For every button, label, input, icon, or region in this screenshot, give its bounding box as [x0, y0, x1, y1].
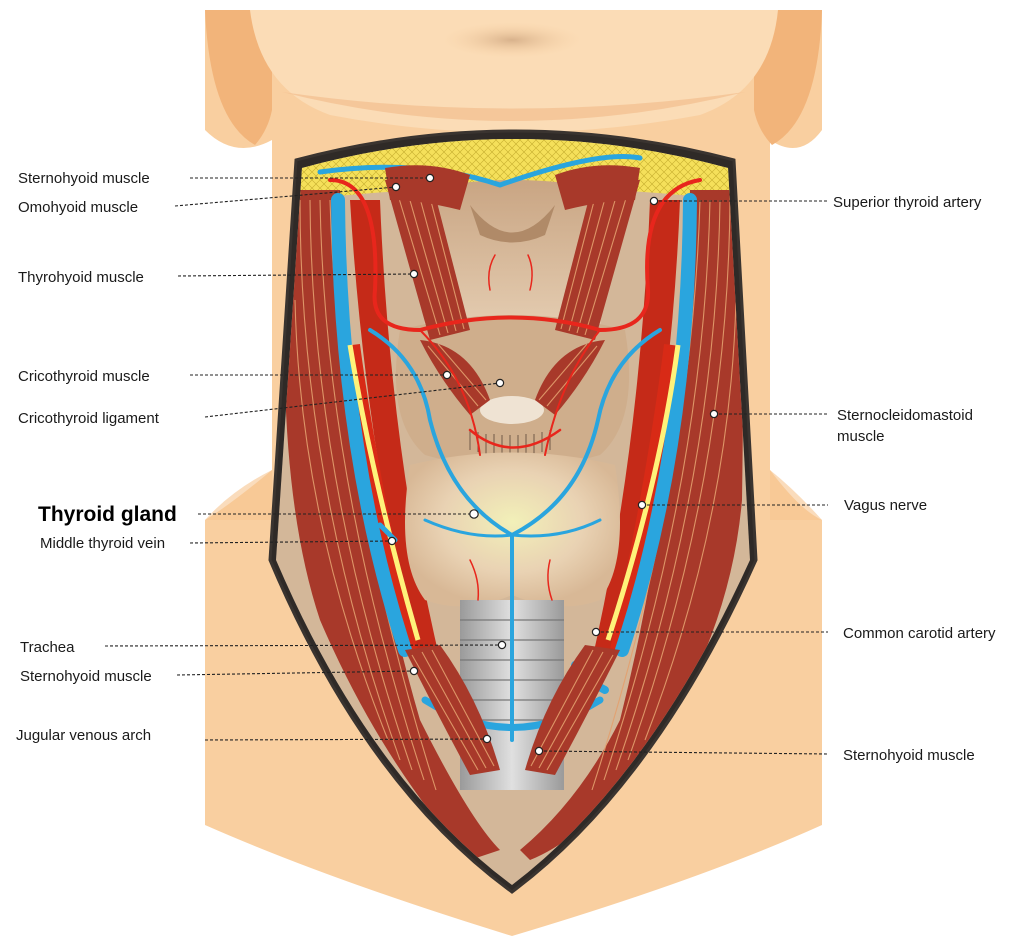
label-thyroid-gland: Thyroid gland: [38, 503, 177, 526]
label-cricothyroid-ligament: Cricothyroid ligament: [18, 410, 160, 427]
label-sternocleidomastoid-line2: muscle: [837, 428, 885, 445]
chin-shadow: [442, 22, 582, 58]
label-sternohyoid-bottom: Sternohyoid muscle: [843, 747, 975, 764]
label-trachea: Trachea: [20, 639, 75, 656]
label-sternocleidomastoid-line1: Sternocleidomastoid: [837, 407, 973, 424]
label-cricothyroid-muscle: Cricothyroid muscle: [18, 368, 150, 385]
label-sternohyoid-top: Sternohyoid muscle: [18, 170, 150, 187]
label-common-carotid-artery: Common carotid artery: [843, 625, 996, 642]
label-vagus-nerve: Vagus nerve: [844, 497, 927, 514]
label-jugular-venous-arch: Jugular venous arch: [16, 727, 151, 744]
label-omohyoid: Omohyoid muscle: [18, 199, 138, 216]
label-thyrohyoid: Thyrohyoid muscle: [18, 269, 144, 286]
label-middle-thyroid-vein: Middle thyroid vein: [40, 535, 165, 552]
label-superior-thyroid-artery: Superior thyroid artery: [833, 194, 982, 211]
label-sternohyoid-mid: Sternohyoid muscle: [20, 668, 152, 685]
